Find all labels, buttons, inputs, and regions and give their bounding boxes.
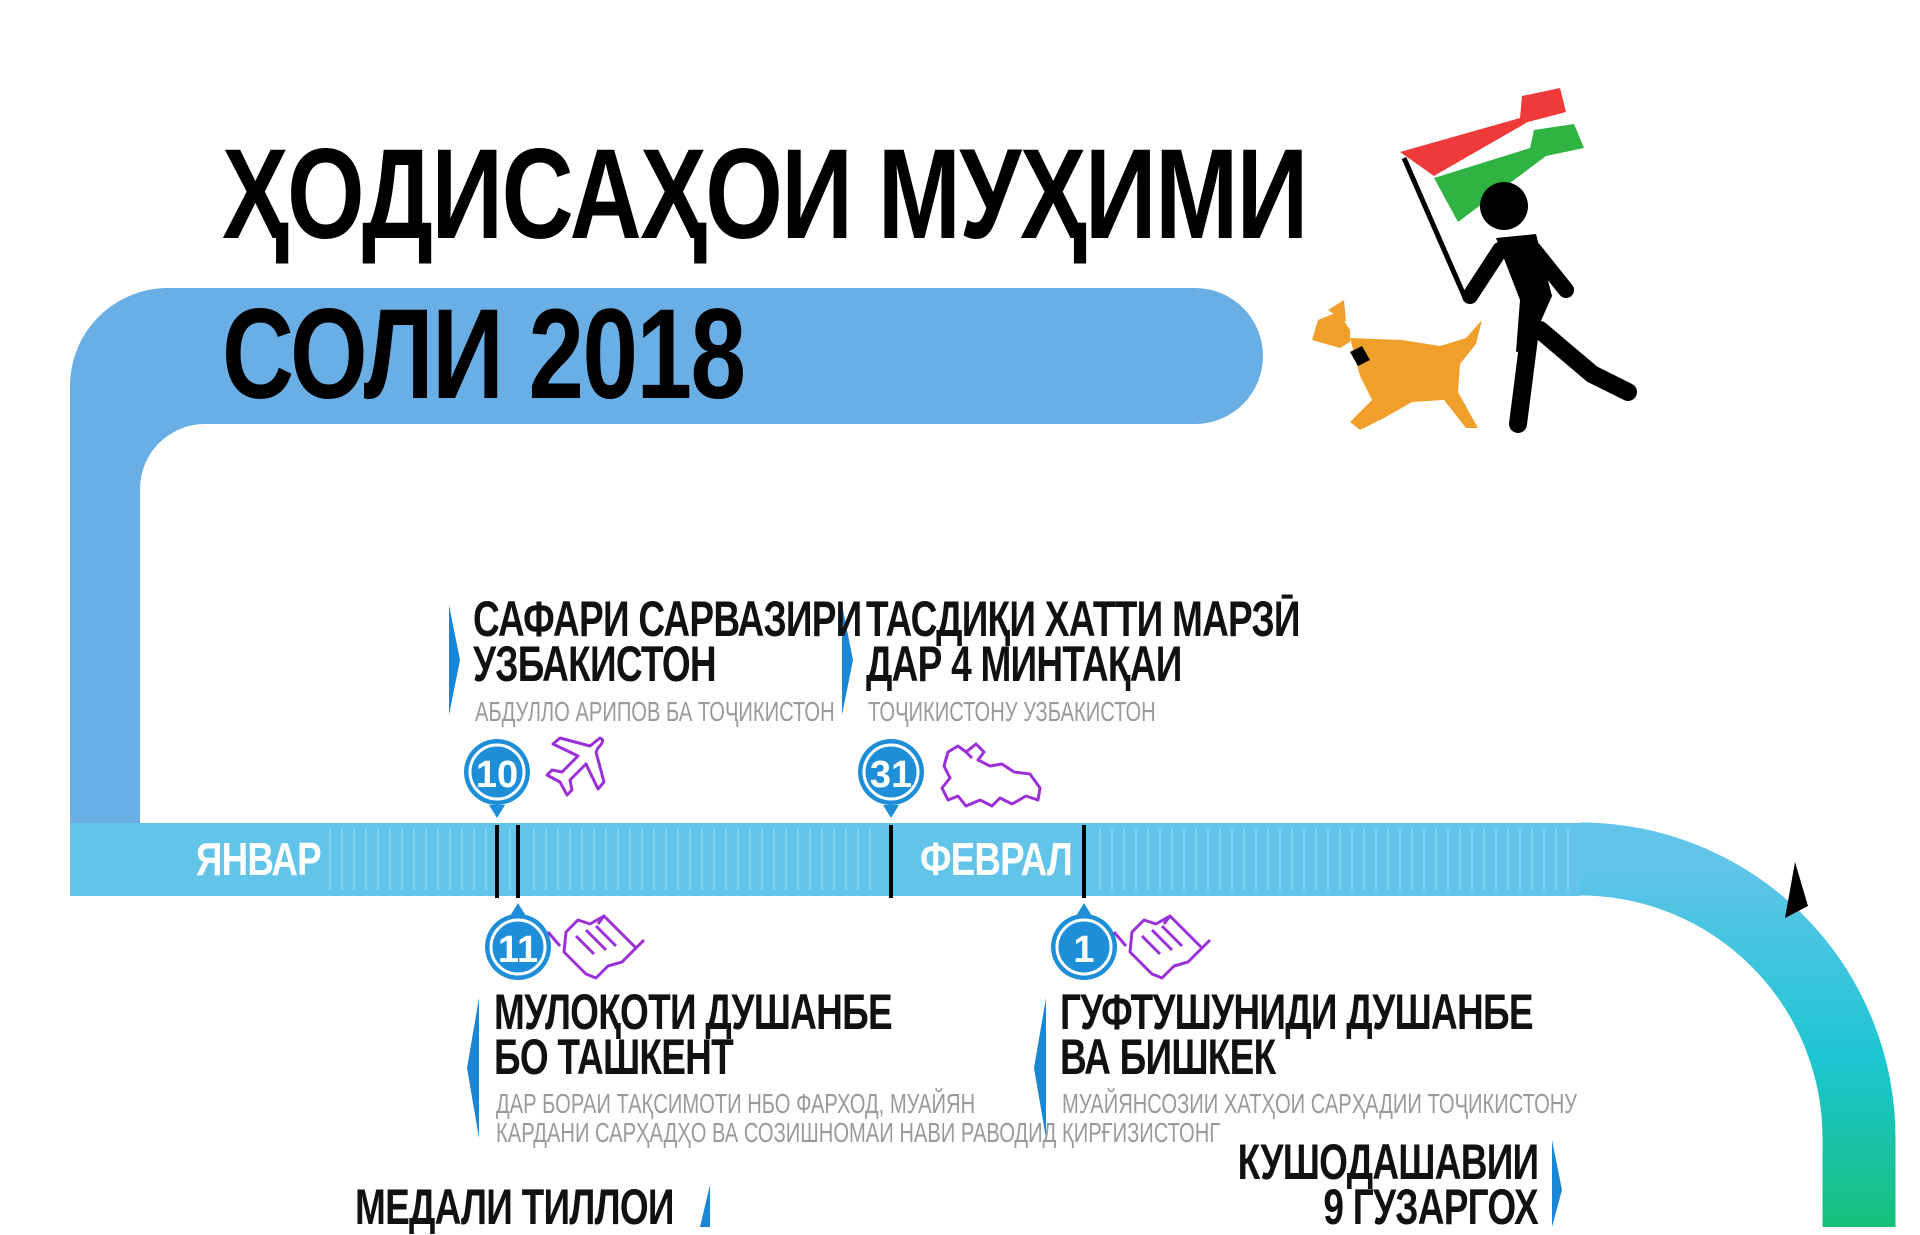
- event-pointer: [842, 605, 853, 715]
- event-description: АБДУЛЛО АРИПОВ БА ТОҶИКИСТОН: [475, 696, 835, 727]
- flag-red-stripe: [1400, 88, 1566, 176]
- day-badge-11: 11: [485, 903, 551, 980]
- day-badge-text: 31: [870, 754, 912, 796]
- handshake-icon: [1112, 914, 1212, 980]
- event-pointer: [1552, 1140, 1562, 1227]
- event-markers: [495, 825, 1086, 898]
- event-heading: УЗБАКИСТОН: [473, 636, 717, 692]
- event-pointer: [449, 605, 460, 715]
- timeline-bar-left-cap: [70, 823, 110, 896]
- handshake-icon: [546, 914, 646, 980]
- timeline-curve: [1579, 822, 1896, 1227]
- event-pointer: [1034, 998, 1046, 1138]
- day-badge-31: 31: [858, 739, 924, 818]
- event-pointer: [467, 998, 479, 1138]
- event-description: ДАР БОРАИ ТАҚСИМОТИ НБО ФАРХОД, МУАЙЯН: [496, 1088, 976, 1119]
- tajikistan-map-icon: [940, 742, 1042, 808]
- airplane-icon: [545, 736, 606, 797]
- event-heading: САФАРИ САРВАЗИРИ: [473, 591, 862, 647]
- timeline-ticks: [329, 829, 1569, 890]
- event-heading: ГУФТУШУНИДИ ДУШАНБЕ: [1060, 984, 1534, 1040]
- flag-green-stripe: [1434, 124, 1584, 222]
- page-title: ҲОДИСАҲОИ МУҲИМИ: [222, 123, 1308, 266]
- flag-bearer-illustration: [1400, 88, 1637, 433]
- event-heading: ДАР 4 МИНТАҚАИ: [866, 636, 1182, 692]
- event-description: ТОҶИКИСТОНУ УЗБАКИСТОН: [868, 696, 1156, 727]
- day-badge-1: 1: [1051, 903, 1117, 980]
- month-label-february: ФЕВРАЛ: [920, 833, 1073, 885]
- event-heading: 9 ГУЗАРГОХ: [1323, 1179, 1538, 1235]
- day-badge-text: 1: [1073, 929, 1094, 971]
- event-heading: МЕДАЛИ ТИЛЛОИ: [355, 1179, 674, 1235]
- dog-illustration: [1312, 300, 1482, 430]
- event-heading: КУШОДАШАВИИ: [1237, 1134, 1538, 1190]
- day-badge-text: 11: [498, 929, 538, 971]
- page-subtitle: СОЛИ 2018: [222, 283, 746, 426]
- month-label-january: ЯНВАР: [196, 833, 322, 885]
- event-heading: ВА БИШКЕК: [1060, 1029, 1276, 1085]
- event-pointer: [700, 1185, 710, 1227]
- top-band: [70, 288, 1263, 823]
- event-heading: ТАСДИҚИ ХАТТИ МАРЗӢ: [866, 591, 1301, 647]
- event-description: КАРДАНИ САРҲАДҲО ВА СОЗИШНОМАИ НАВИ РАВО…: [496, 1117, 1057, 1148]
- event-heading: БО ТАШКЕНТ: [494, 1029, 734, 1085]
- event-heading: МУЛОҚОТИ ДУШАНБЕ: [494, 984, 893, 1040]
- direction-arrow-icon: [1785, 862, 1808, 918]
- event-description: МУАЙЯНСОЗИИ ХАТҲОИ САРҲАДИИ ТОҶИКИСТОНУ: [1062, 1088, 1578, 1119]
- event-description: ҚИРҒИЗИСТОНГ: [1062, 1117, 1221, 1148]
- day-badge-text: 10: [476, 754, 518, 796]
- day-badge-10: 10: [464, 739, 530, 818]
